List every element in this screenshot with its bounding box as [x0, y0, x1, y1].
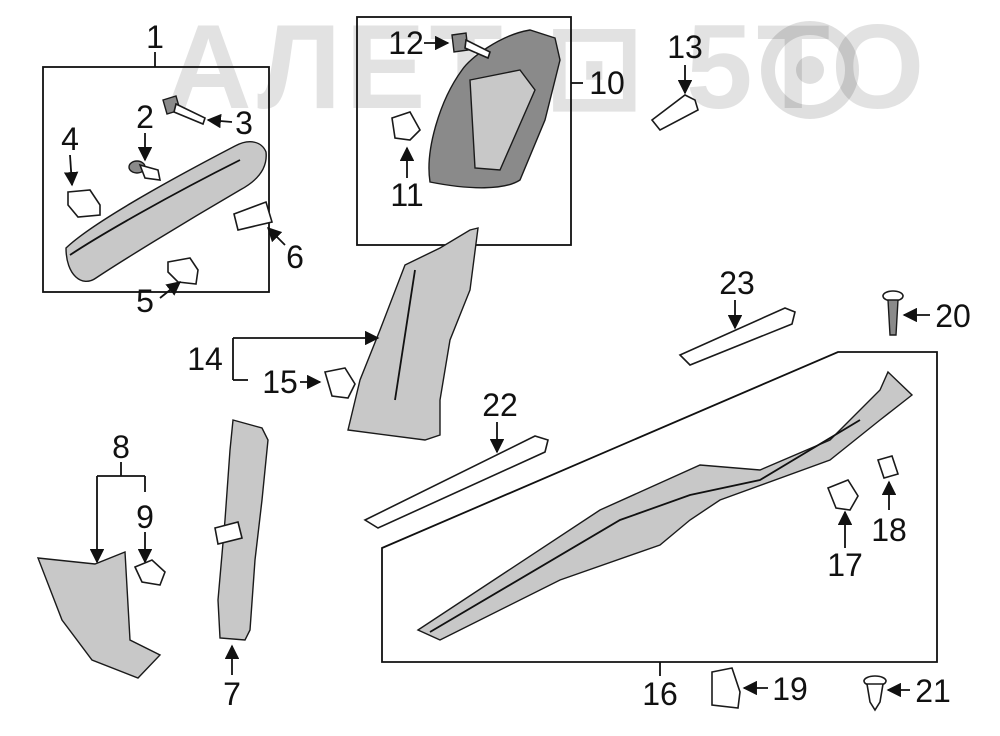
callout-1: 1: [146, 19, 164, 55]
clip-9-part: [133, 559, 166, 586]
callout-21: 21: [915, 673, 951, 709]
leader-6: [266, 226, 286, 246]
bolt-12-part: [451, 32, 491, 60]
sill-trim-16-part: [416, 370, 914, 641]
callout-11: 11: [390, 177, 423, 213]
callout-4: 4: [61, 121, 79, 157]
a-pillar-lower-trim-clip: [214, 521, 243, 545]
screw-20-part: [882, 290, 904, 336]
callout-14: 14: [187, 341, 223, 377]
scuff-strip-23-part: [678, 307, 796, 366]
callout-6: 6: [286, 239, 304, 275]
screw-2-part: [128, 160, 162, 181]
leader-3: [206, 113, 233, 129]
leader-5: [159, 281, 182, 299]
clip-11-part: [391, 111, 421, 141]
sill-trim-16-edge: [429, 419, 861, 633]
callout-19: 19: [772, 671, 808, 707]
callout-8: 8: [112, 429, 130, 465]
cap-19-part: [711, 667, 741, 709]
bolt-3-part: [162, 95, 206, 126]
a-pillar-trim-part: [65, 141, 267, 283]
callout-7: 7: [223, 676, 241, 712]
clip-4-part: [67, 189, 101, 218]
clip-17-part: [826, 479, 859, 511]
callout-18: 18: [871, 512, 907, 548]
b-pillar-upper-trim-face: [469, 69, 536, 171]
callout-5: 5: [136, 283, 154, 319]
callout-23: 23: [719, 265, 755, 301]
callout-3: 3: [235, 105, 253, 141]
handle-cover-13-part: [650, 94, 699, 132]
callout-16: 16: [642, 676, 678, 712]
b-pillar-lower-trim-part: [347, 227, 479, 441]
callout-12: 12: [388, 25, 424, 61]
rivet-clip-21-part: [863, 675, 887, 712]
callout-20: 20: [935, 298, 971, 334]
watermark-logo-icon: [761, 21, 859, 119]
cap-6-part: [233, 200, 274, 231]
group-box-16: [381, 351, 938, 663]
b-pillar-lower-trim-edge: [394, 269, 416, 401]
leader-8: [89, 462, 146, 564]
a-pillar-lower-trim-part: [217, 419, 269, 641]
leader-4: [63, 154, 79, 187]
callout-22: 22: [482, 387, 518, 423]
clip-18-part: [876, 455, 900, 479]
clip-15-part: [323, 367, 356, 399]
a-pillar-trim-edge: [69, 159, 241, 256]
leader-14: [232, 330, 380, 381]
callout-9: 9: [136, 499, 154, 535]
scuff-strip-22-part: [363, 435, 549, 529]
callout-10: 10: [589, 65, 625, 101]
kick-panel-8-part: [36, 550, 162, 679]
group-box-1: [42, 66, 270, 293]
clip-5-part: [167, 257, 199, 285]
callout-13: 13: [667, 29, 703, 65]
callout-15: 15: [262, 364, 298, 400]
callout-2: 2: [136, 99, 154, 135]
callout-17: 17: [827, 547, 863, 583]
